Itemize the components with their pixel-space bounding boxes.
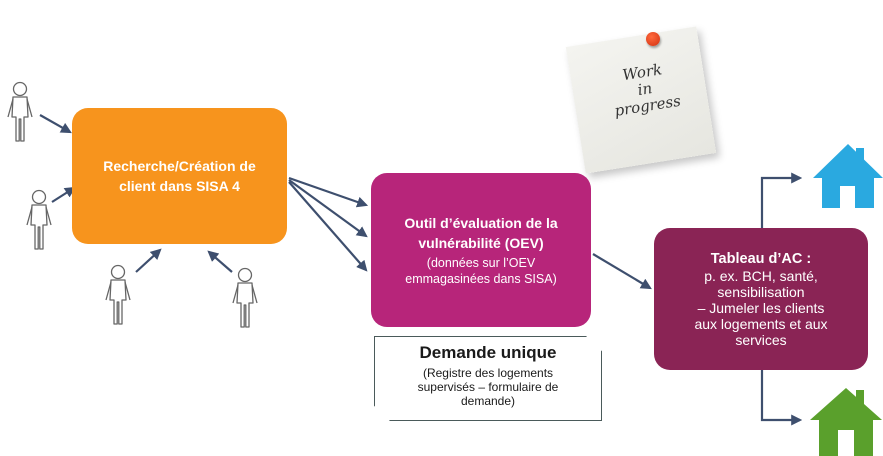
oev-note-line1: (données sur l’OEV (426, 256, 536, 270)
pushpin-icon (646, 32, 660, 46)
arrow-oev-to-ac (592, 253, 652, 290)
oev-title-line1: Outil d’évaluation de la (404, 215, 558, 231)
client-search-line1: Recherche/Création de (103, 158, 256, 174)
client-search-line2: client dans SISA 4 (119, 178, 240, 194)
demande-line2: supervisés – formulaire de (417, 380, 559, 394)
arrow-search-to-oev-3 (288, 181, 368, 272)
house-icon (813, 144, 883, 208)
demande-line1: (Registre des logements (422, 366, 554, 380)
ac-table-box: Tableau d’AC : p. ex. BCH, santé, sensib… (654, 228, 868, 370)
arrow-ac-to-house-bottom (760, 370, 803, 426)
oev-box: Outil d’évaluation de la vulnérabilité (… (371, 173, 591, 327)
arrow-search-to-oev-1 (288, 176, 369, 208)
ac-line4: aux logements et aux (694, 316, 828, 332)
demande-line3: demande) (460, 394, 516, 408)
demande-unique-box: Demande unique (Registre des logements s… (374, 336, 602, 421)
ac-line3: – Jumeler les clients (697, 300, 825, 316)
ac-line1: p. ex. BCH, santé, (704, 268, 818, 284)
person-icon (105, 264, 131, 325)
arrow-search-to-oev-2 (288, 179, 368, 238)
client-search-box: Recherche/Création de client dans SISA 4 (72, 108, 287, 244)
arrow-person4-to-search (207, 250, 233, 273)
demande-title: Demande unique (419, 343, 557, 362)
oev-title-line2: vulnérabilité (OEV) (418, 235, 544, 251)
arrow-person2-to-search (51, 186, 76, 203)
arrow-person1-to-search (39, 114, 72, 134)
house-icon (810, 388, 882, 456)
arrow-person3-to-search (135, 248, 162, 273)
arrow-ac-to-house-top (760, 172, 803, 228)
person-icon (7, 81, 33, 142)
ac-line2: sensibilisation (717, 284, 805, 300)
person-icon (26, 189, 52, 250)
ac-title: Tableau d’AC : (710, 251, 812, 267)
ac-line5: services (735, 332, 787, 348)
oev-note-line2: emmagasinées dans SISA) (405, 272, 557, 286)
person-icon (232, 267, 258, 328)
